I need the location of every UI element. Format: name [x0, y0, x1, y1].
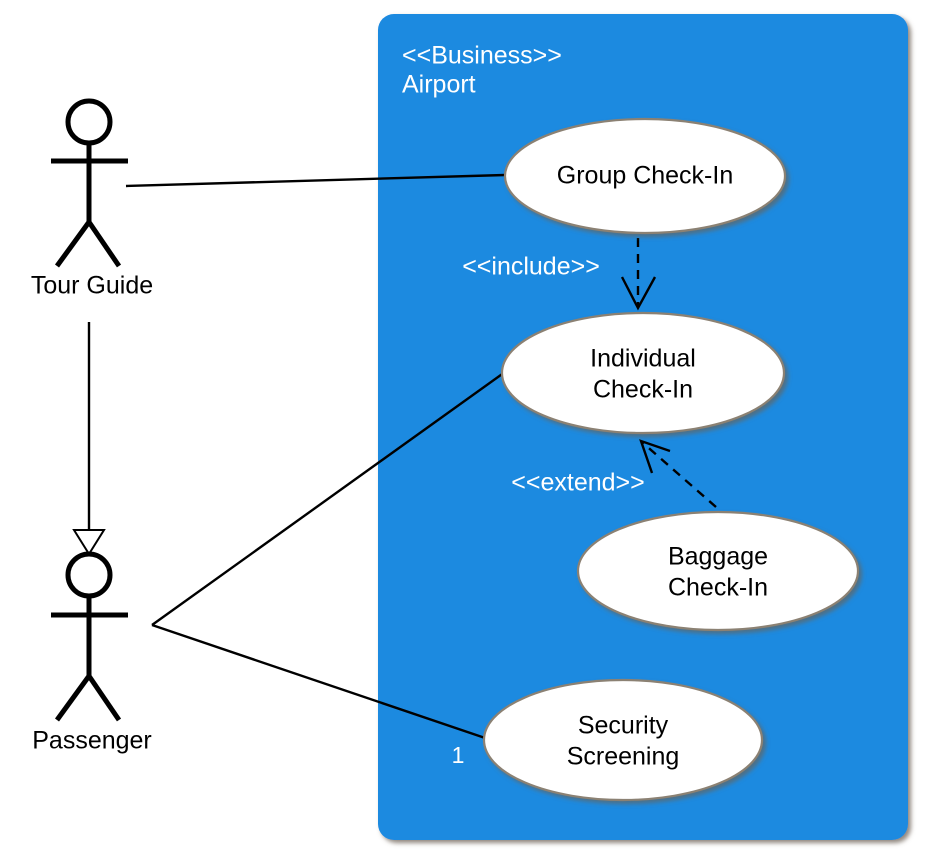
- use-case-group-check-in[interactable]: Group Check-In: [503, 117, 787, 235]
- use-case-security-screening[interactable]: Security Screening: [482, 678, 764, 802]
- association-passenger-security-screening[interactable]: [151, 623, 492, 742]
- include-group-to-individual[interactable]: [620, 238, 657, 311]
- use-case-ellipse[interactable]: [500, 311, 786, 435]
- use-case-individual-check-in[interactable]: Individual Check-In: [500, 311, 786, 435]
- extend-open-arrowhead: [639, 439, 671, 474]
- actor-label: Passenger: [32, 727, 152, 755]
- actor-leg-left: [54, 674, 92, 722]
- actor-head-icon: [65, 98, 113, 146]
- actor-leg-right: [86, 220, 122, 268]
- association-passenger-individual-check-in[interactable]: [151, 371, 506, 626]
- include-stereotype-label: <<include>>: [462, 253, 600, 281]
- use-case-label-line1: Security: [578, 712, 669, 740]
- use-case-label: Group Check-In: [557, 162, 733, 190]
- actor-passenger[interactable]: Passenger: [32, 551, 152, 755]
- use-case-ellipse[interactable]: [482, 678, 764, 802]
- actor-leg-left: [54, 220, 92, 268]
- generalization-passenger-tour-guide[interactable]: [72, 322, 106, 556]
- system-boundary-stereotype: <<Business>>: [402, 42, 562, 70]
- edge-labels: <<include>> <<extend>> 1: [452, 253, 645, 768]
- use-case-ellipse[interactable]: [576, 510, 860, 632]
- system-boundary-title: Airport: [402, 71, 476, 99]
- extend-baggage-to-individual[interactable]: [639, 439, 717, 508]
- use-case-label-line2: Screening: [567, 743, 680, 771]
- extend-dashed-line: [642, 442, 717, 508]
- generalization-arrowhead: [72, 529, 106, 556]
- actor-tour-guide[interactable]: Tour Guide: [31, 98, 153, 300]
- use-case-label-line2: Check-In: [668, 574, 768, 602]
- association-tour-guide-group-check-in[interactable]: [125, 173, 506, 188]
- multiplicity-label-security-screening: 1: [452, 742, 465, 768]
- use-case-label-line1: Baggage: [668, 543, 768, 571]
- include-open-arrowhead: [620, 276, 657, 311]
- use-case-ellipse[interactable]: [503, 117, 787, 235]
- relationship-lines: [72, 173, 717, 742]
- use-case-label-line1: Individual: [590, 345, 696, 373]
- actor-leg-right: [86, 674, 122, 722]
- use-case-label-line2: Check-In: [593, 376, 693, 404]
- actor-label: Tour Guide: [31, 272, 153, 300]
- extend-stereotype-label: <<extend>>: [511, 469, 644, 497]
- use-cases: Group Check-In Individual Check-In Bagga…: [482, 117, 860, 802]
- use-case-baggage-check-in[interactable]: Baggage Check-In: [576, 510, 860, 632]
- actor-head-icon: [65, 551, 113, 599]
